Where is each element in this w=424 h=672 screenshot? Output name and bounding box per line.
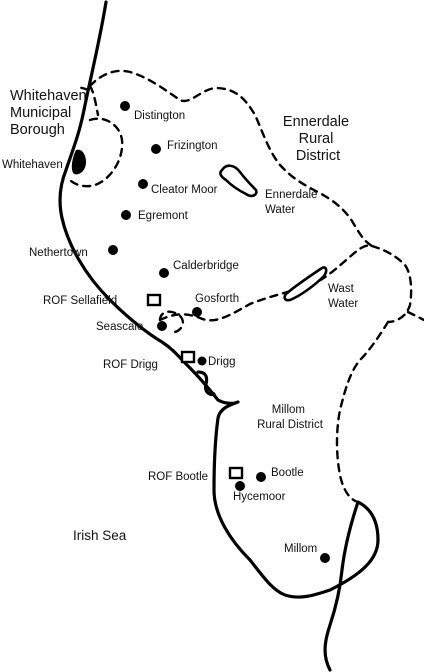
millom-dot	[320, 553, 330, 563]
distington-label: Distington	[134, 110, 185, 122]
eastern-border-spur	[406, 310, 424, 322]
rof-bootle-label: ROF Bootle	[148, 471, 208, 483]
irish-sea-label: Irish Sea	[73, 528, 127, 543]
cleator-moor-dot	[138, 179, 148, 189]
bootle-dot	[256, 472, 266, 482]
rof-drigg-marker	[180, 350, 196, 364]
gosforth-label: Gosforth	[195, 293, 239, 305]
seascale-dot	[157, 321, 167, 331]
calderbridge-dot	[159, 268, 169, 278]
millom-rd-label: Millom Rural District	[257, 404, 324, 431]
whitehaven-marker	[71, 149, 86, 175]
eastern-border	[335, 244, 413, 504]
nethertown-dot	[108, 245, 118, 255]
wast-water-shape	[283, 266, 328, 302]
ennerdale-water-shape	[219, 164, 258, 198]
rof-bootle-marker	[228, 466, 244, 480]
whitehaven-borough-border	[68, 117, 124, 188]
whitehaven-borough-label: Whitehaven Municipal Borough	[10, 88, 91, 138]
millom-label: Millom	[284, 543, 317, 555]
ennerdale-rd-border-west	[74, 84, 100, 117]
wast-water-label: Wast Water	[328, 283, 358, 310]
rof-drigg-label: ROF Drigg	[103, 359, 158, 371]
coastline	[58, 0, 380, 672]
bootle-label: Bootle	[271, 467, 304, 479]
ennerdale-millom-border	[158, 244, 374, 322]
seascale-label: Seascale	[96, 321, 143, 333]
frizington-label: Frizington	[167, 140, 218, 152]
egremont-label: Egremont	[138, 210, 189, 222]
seascale-loop-border	[158, 310, 185, 334]
gosforth-dot	[192, 307, 202, 317]
town-markers	[71, 101, 330, 563]
ennerdale-rd-label: Ennerdale Rural District	[283, 114, 353, 164]
drigg-dot	[197, 356, 207, 366]
distington-dot	[120, 101, 130, 111]
frizington-dot	[151, 144, 161, 154]
egremont-dot	[121, 210, 131, 220]
rof-sellafield-marker	[146, 293, 162, 307]
nethertown-label: Nethertown	[29, 247, 88, 259]
drigg-label: Drigg	[208, 356, 235, 368]
drigg-estuary	[196, 370, 216, 397]
hycemoor-label: Hycemoor	[233, 491, 286, 503]
whitehaven-label: Whitehaven	[2, 159, 63, 171]
rof-sellafield-label: ROF Sellafield	[43, 295, 117, 307]
hycemoor-dot	[235, 481, 245, 491]
ennerdale-water-label: Ennerdale Water	[265, 189, 321, 216]
cleator-moor-label: Cleator Moor	[151, 184, 218, 196]
calderbridge-label: Calderbridge	[173, 260, 239, 272]
